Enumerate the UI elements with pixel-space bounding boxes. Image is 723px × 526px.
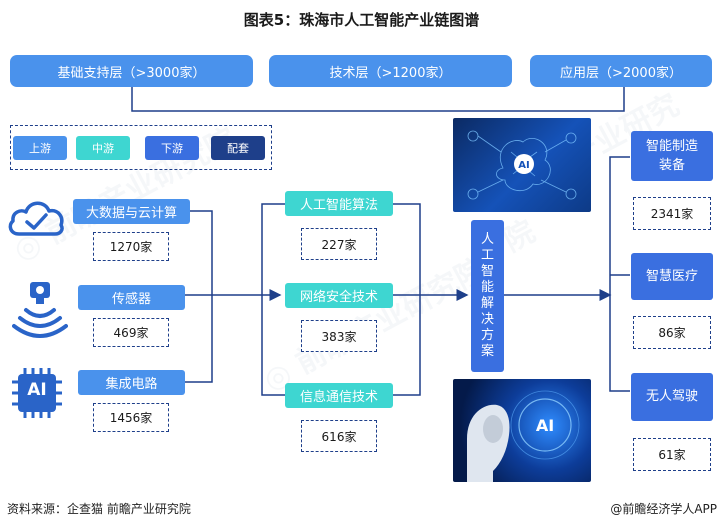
footer-brand: @前瞻经济学人APP xyxy=(610,502,717,516)
upstream-big-data-cloud-count: 1270家 xyxy=(93,232,169,261)
legend-item-upstream: 上游 xyxy=(13,136,67,160)
sensor-icon xyxy=(12,282,68,338)
midstream-ai-algorithm-count: 227家 xyxy=(301,228,377,260)
midstream-ai-algorithm: 人工智能算法 xyxy=(285,191,393,216)
cloud-check-icon xyxy=(8,201,64,236)
ai-solution-char: 工 xyxy=(480,248,494,263)
page-title: 图表5：珠海市人工智能产业链图谱 xyxy=(243,11,480,29)
upstream-sensor-count: 469家 xyxy=(93,318,169,347)
ai-chip-icon xyxy=(12,368,62,418)
downstream-smart-healthcare: 智慧医疗 xyxy=(631,253,713,300)
ai-solution-char: 人 xyxy=(480,232,494,247)
downstream-smart-manufacturing-count: 2341家 xyxy=(633,197,711,230)
ai-solution-char: 智 xyxy=(480,264,494,279)
ai-solution-char: 决 xyxy=(480,312,494,327)
upstream-integrated-circuit: 集成电路 xyxy=(78,370,185,395)
upstream-integrated-circuit-count: 1456家 xyxy=(93,403,169,432)
downstream-smart-manufacturing: 智能制造 装备 xyxy=(631,131,713,181)
layer-application: 应用层（>2000家） xyxy=(530,55,712,87)
ai-solution-char: 案 xyxy=(480,344,494,359)
midstream-network-security: 网络安全技术 xyxy=(285,283,393,308)
layer-technology: 技术层（>1200家） xyxy=(269,55,512,87)
midstream-network-security-count: 383家 xyxy=(301,320,377,352)
ai-robot-image: AI xyxy=(453,379,591,482)
legend-item-downstream: 下游 xyxy=(145,136,199,160)
layer-foundation: 基础支持层（>3000家） xyxy=(10,55,253,87)
upstream-big-data-cloud: 大数据与云计算 xyxy=(73,199,190,224)
downstream-autonomous-driving-count: 61家 xyxy=(633,438,711,471)
midstream-ict-count: 616家 xyxy=(301,420,377,452)
ai-solution: 人 工 智 能 解 决 方 案 xyxy=(471,220,504,372)
ai-chip-label: AI xyxy=(27,380,47,400)
ai-solution-char: 能 xyxy=(480,280,494,295)
legend-item-midstream: 中游 xyxy=(76,136,130,160)
ai-solution-char: 解 xyxy=(480,296,494,311)
upstream-sensor: 传感器 xyxy=(78,285,185,310)
ai-brain-label: AI xyxy=(518,160,529,171)
downstream-smart-healthcare-count: 86家 xyxy=(633,316,711,349)
legend xyxy=(10,125,272,170)
downstream-autonomous-driving: 无人驾驶 xyxy=(631,373,713,421)
footer-source: 资料来源：企查猫 前瞻产业研究院 xyxy=(7,502,191,516)
downstream-smart-manufacturing-label: 装备 xyxy=(658,158,685,173)
legend-item-support: 配套 xyxy=(211,136,265,160)
ai-solution-char: 方 xyxy=(480,328,494,343)
midstream-ict: 信息通信技术 xyxy=(285,383,393,408)
ai-robot-label: AI xyxy=(536,416,554,435)
ai-brain-image: AI xyxy=(453,118,591,212)
downstream-smart-manufacturing-label: 智能制造 xyxy=(645,138,698,154)
